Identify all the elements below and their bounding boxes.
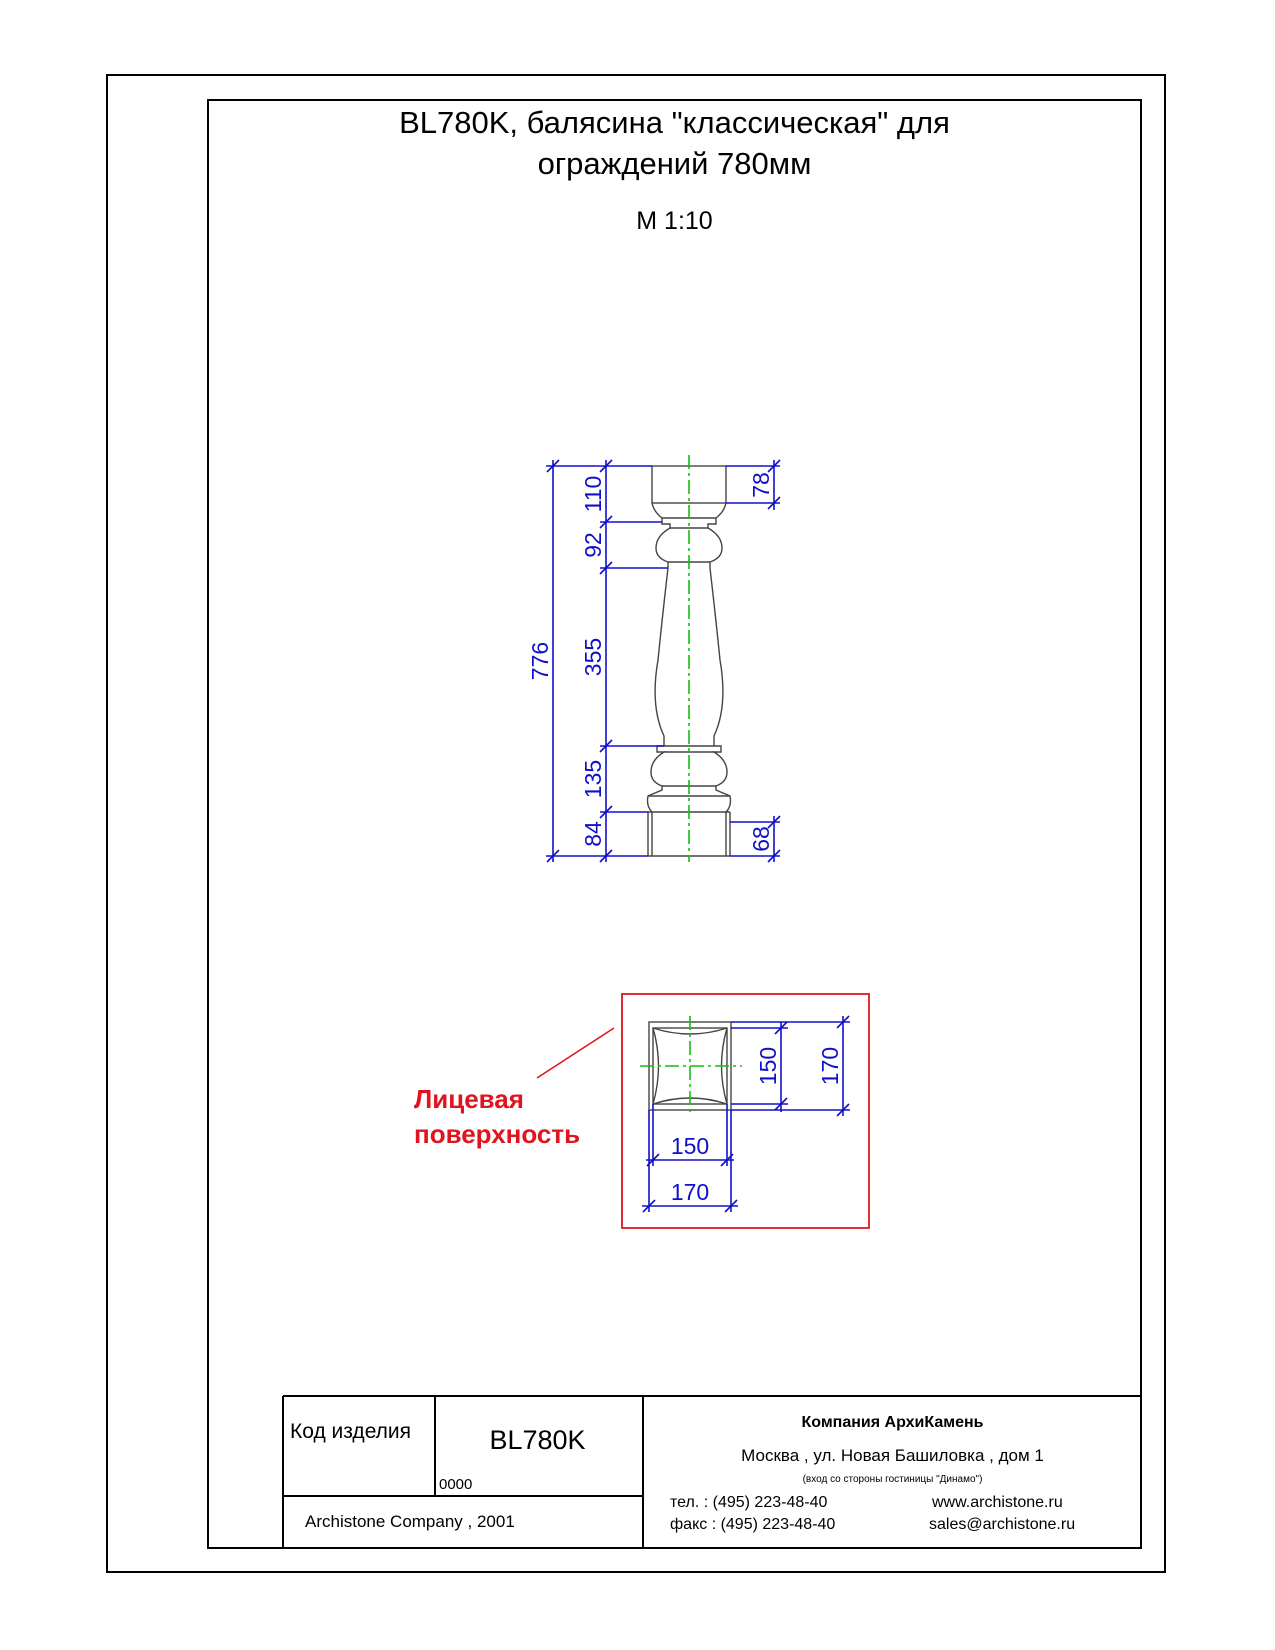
face-surface-label-line-2: поверхность bbox=[414, 1119, 581, 1149]
plan-centerlines bbox=[640, 1016, 742, 1116]
baluster-right-profile bbox=[707, 502, 732, 856]
dim-width-inner: 150 bbox=[671, 1133, 709, 1159]
drawing-scale: М 1:10 bbox=[636, 207, 713, 235]
inner-frame bbox=[207, 99, 1142, 1549]
dim-upper-collar: 92 bbox=[580, 532, 606, 558]
dim-base-block: 84 bbox=[580, 821, 606, 847]
website-link[interactable]: www.archistone.ru bbox=[932, 1494, 1063, 1511]
dim-lower-collar: 135 bbox=[580, 760, 606, 798]
email-link[interactable]: sales@archistone.ru bbox=[929, 1516, 1076, 1533]
dim-overall-height: 776 bbox=[527, 642, 553, 680]
dim-shaft: 355 bbox=[580, 638, 606, 676]
dim-width-outer: 170 bbox=[671, 1179, 709, 1205]
dim-depth-inner: 150 bbox=[755, 1047, 781, 1085]
face-surface-label-line-1: Лицевая bbox=[414, 1084, 524, 1114]
dim-top-block: 110 bbox=[580, 476, 606, 513]
face-surface-leader bbox=[536, 1027, 615, 1079]
author-credit: Archistone Company , 2001 bbox=[305, 1512, 515, 1531]
phone-number: тел. : (495) 223-48-40 bbox=[670, 1494, 828, 1511]
face-surface-highlight-box bbox=[621, 993, 870, 1229]
title-block-grid bbox=[282, 1395, 1142, 1549]
face-surface-label: Лицевая поверхность bbox=[414, 1082, 580, 1152]
plan-dimension-lines bbox=[642, 1015, 850, 1213]
company-name: Компания АрхиКамень bbox=[801, 1414, 984, 1431]
dim-base-block-right: 68 bbox=[748, 826, 774, 852]
product-code-value: BL780K bbox=[489, 1425, 586, 1455]
dim-top-block-right: 78 bbox=[748, 472, 774, 498]
fax-number: факс : (495) 223-48-40 bbox=[670, 1516, 836, 1533]
elevation-dimension-lines bbox=[546, 459, 781, 863]
title-line-1: BL780K, балясина "классическая" для bbox=[399, 105, 950, 140]
product-code-number: 0000 bbox=[439, 1476, 473, 1493]
dim-depth-outer: 170 bbox=[817, 1047, 843, 1085]
drawing-title: BL780K, балясина "классическая" для огра… bbox=[207, 102, 1142, 184]
baluster-left-profile bbox=[646, 502, 671, 856]
title-line-2: ограждений 780мм bbox=[537, 146, 812, 181]
outer-frame bbox=[106, 74, 1166, 1573]
entrance-note: (вход со стороны гостиницы "Динамо") bbox=[802, 1474, 983, 1485]
company-address: Москва , ул. Новая Башиловка , дом 1 bbox=[741, 1446, 1044, 1465]
product-code-label: Код изделия bbox=[290, 1420, 412, 1443]
